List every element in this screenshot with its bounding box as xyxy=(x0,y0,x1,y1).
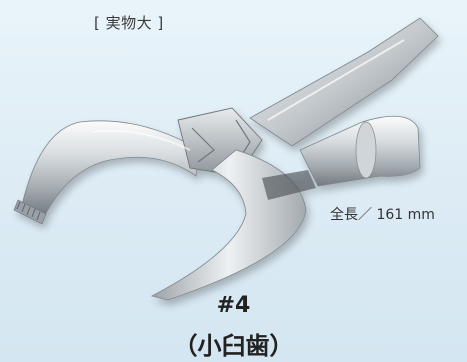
scale-note: [ 実物大 ] xyxy=(94,14,164,32)
serrated-tip xyxy=(13,199,47,225)
handle-end-cap xyxy=(355,121,377,179)
total-length-label: 全長／ 161 mm xyxy=(330,207,435,223)
upper-handle xyxy=(249,17,439,147)
model-number: #4 xyxy=(216,293,251,318)
handle-recess xyxy=(262,170,316,200)
model-name: （小臼歯） xyxy=(173,332,294,360)
lower-handle xyxy=(150,149,307,301)
left-beak xyxy=(21,120,201,216)
